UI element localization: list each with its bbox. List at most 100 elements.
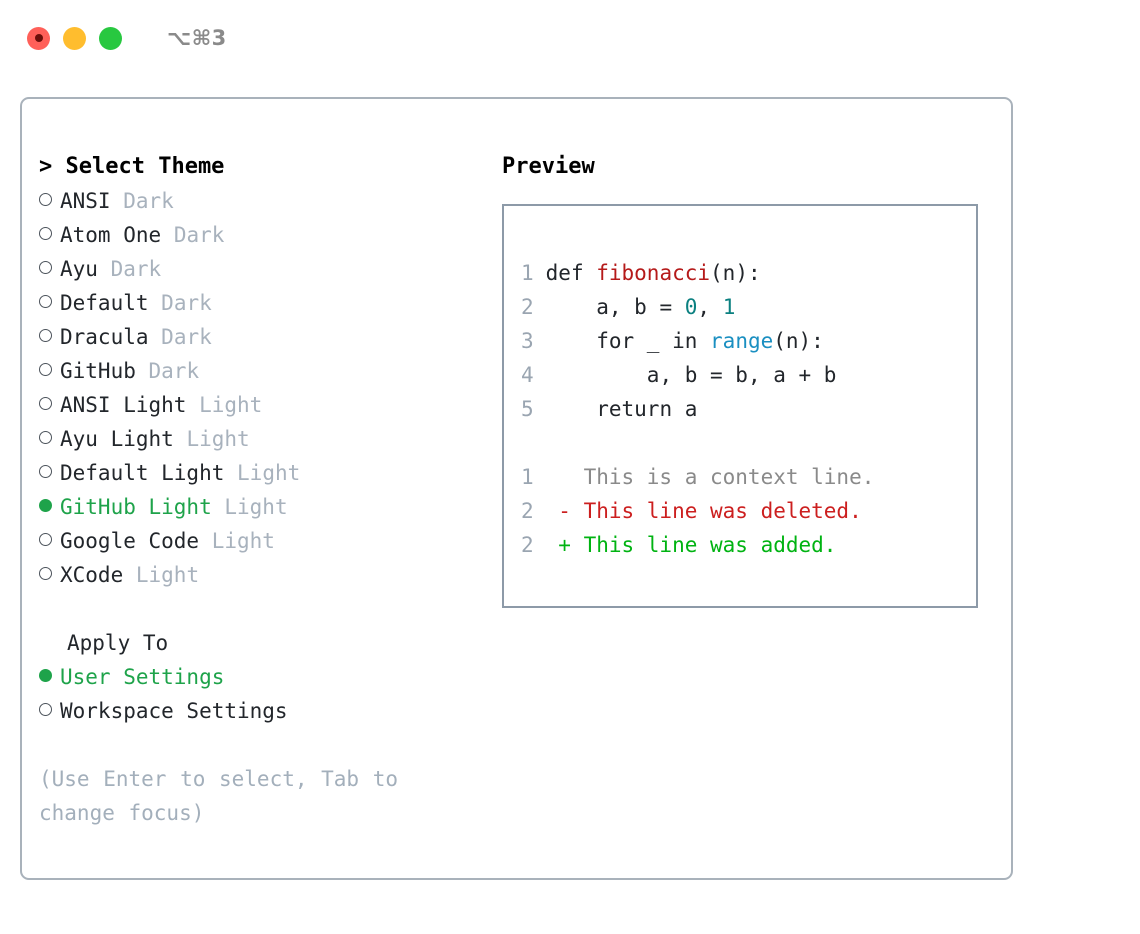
dot-hollow-icon: [39, 465, 52, 478]
diff-text: This is a context line.: [533, 465, 875, 489]
line-number: 3: [521, 329, 534, 353]
line-number: 2: [521, 533, 534, 557]
code-line: 4 a, b = b, a + b: [521, 358, 976, 392]
theme-list-item[interactable]: Atom One Dark: [39, 218, 479, 252]
theme-name: Google Code: [60, 529, 200, 553]
theme-name: XCode: [60, 563, 124, 587]
theme-list-item[interactable]: Google Code Light: [39, 524, 479, 558]
theme-list-item[interactable]: ANSI Dark: [39, 184, 479, 218]
code-token: (n):: [773, 329, 824, 353]
radio-unselected-icon: [39, 558, 60, 592]
keyboard-shortcut-label: ⌥⌘3: [167, 26, 227, 50]
code-token: a, b = b, a + b: [545, 363, 837, 387]
apply-to-item[interactable]: Workspace Settings: [39, 694, 479, 728]
theme-name: Ayu Light: [60, 427, 174, 451]
code-line: 1 def fibonacci(n):: [521, 256, 976, 290]
theme-variant-tag: Dark: [148, 359, 200, 383]
theme-list-item[interactable]: Default Dark: [39, 286, 479, 320]
diff-text: + This line was added.: [533, 533, 837, 557]
radio-unselected-icon: [39, 422, 60, 456]
line-number: 1: [521, 465, 534, 489]
theme-list-item[interactable]: XCode Light: [39, 558, 479, 592]
code-token: fibonacci: [596, 261, 711, 285]
close-button[interactable]: [27, 26, 50, 50]
theme-name: GitHub: [60, 359, 136, 383]
list-spacer: [39, 592, 479, 626]
theme-list-item[interactable]: GitHub Dark: [39, 354, 479, 388]
dot-filled-icon: [39, 669, 52, 682]
diff-text: - This line was deleted.: [533, 499, 862, 523]
theme-list-item[interactable]: Ayu Light Light: [39, 422, 479, 456]
apply-to-item[interactable]: User Settings: [39, 660, 479, 694]
radio-selected-icon: [39, 490, 60, 524]
theme-variant-tag: Dark: [173, 223, 225, 247]
code-token: a, b =: [545, 295, 685, 319]
theme-list-item[interactable]: GitHub Light Light: [39, 490, 479, 524]
dot-filled-icon: [39, 499, 52, 512]
code-token: 1: [722, 295, 736, 319]
theme-list-item[interactable]: ANSI Light Light: [39, 388, 479, 422]
dot-hollow-icon: [39, 567, 52, 580]
line-number: 2: [521, 499, 534, 523]
dot-hollow-icon: [39, 431, 52, 444]
theme-name: Default Light: [60, 461, 225, 485]
radio-unselected-icon: [39, 456, 60, 490]
minimize-button[interactable]: [63, 26, 86, 50]
theme-name: Dracula: [60, 325, 149, 349]
theme-variant-tag: Dark: [161, 291, 212, 315]
theme-name: ANSI: [60, 189, 111, 213]
line-number: 2: [521, 295, 534, 319]
radio-unselected-icon: [39, 184, 60, 218]
code-token: return a: [545, 397, 698, 421]
line-number: 4: [521, 363, 534, 387]
theme-variant-tag: Dark: [110, 257, 162, 281]
radio-unselected-icon: [39, 320, 60, 354]
diff-line: 1 This is a context line.: [521, 460, 976, 494]
maximize-button[interactable]: [99, 26, 122, 50]
theme-name: Atom One: [60, 223, 162, 247]
line-number: 5: [521, 397, 534, 421]
code-token: (n):: [710, 261, 761, 285]
theme-variant-tag: Light: [135, 563, 200, 587]
diff-line: 2 + This line was added.: [521, 528, 976, 562]
preview-pane: Preview 1 def fibonacci(n):2 a, b = 0, 1…: [502, 150, 992, 608]
radio-selected-icon: [39, 660, 60, 694]
code-token: 0: [684, 295, 698, 319]
window-controls: [27, 26, 122, 50]
radio-unselected-icon: [39, 694, 60, 728]
dot-hollow-icon: [39, 703, 52, 716]
code-line: 2 a, b = 0, 1: [521, 290, 976, 324]
code-token: range: [710, 329, 774, 353]
apply-to-name: Workspace Settings: [60, 699, 288, 723]
theme-name: Default: [60, 291, 149, 315]
theme-list-item[interactable]: Ayu Dark: [39, 252, 479, 286]
dot-hollow-icon: [39, 533, 52, 546]
keyboard-hint: (Use Enter to select, Tab to change focu…: [39, 767, 399, 825]
radio-unselected-icon: [39, 218, 60, 252]
theme-variant-tag: Light: [224, 495, 288, 519]
title-bar: ⌥⌘3: [0, 0, 1140, 76]
dot-hollow-icon: [39, 261, 52, 274]
dot-hollow-icon: [39, 227, 52, 240]
theme-list-item[interactable]: Default Light Light: [39, 456, 479, 490]
theme-name: Ayu: [60, 257, 98, 281]
theme-variant-tag: Light: [186, 427, 250, 451]
code-diff-gap: [521, 426, 976, 460]
dot-hollow-icon: [39, 295, 52, 308]
dot-hollow-icon: [39, 363, 52, 376]
theme-variant-tag: Dark: [161, 325, 212, 349]
radio-unselected-icon: [39, 252, 60, 286]
page-title: > Select Theme: [39, 154, 225, 179]
code-line: 5 return a: [521, 392, 976, 426]
theme-name: GitHub Light: [60, 495, 212, 519]
radio-unselected-icon: [39, 388, 60, 422]
code-line: 3 for _ in range(n):: [521, 324, 976, 358]
code-token: ,: [697, 295, 723, 319]
theme-list-item[interactable]: Dracula Dark: [39, 320, 479, 354]
